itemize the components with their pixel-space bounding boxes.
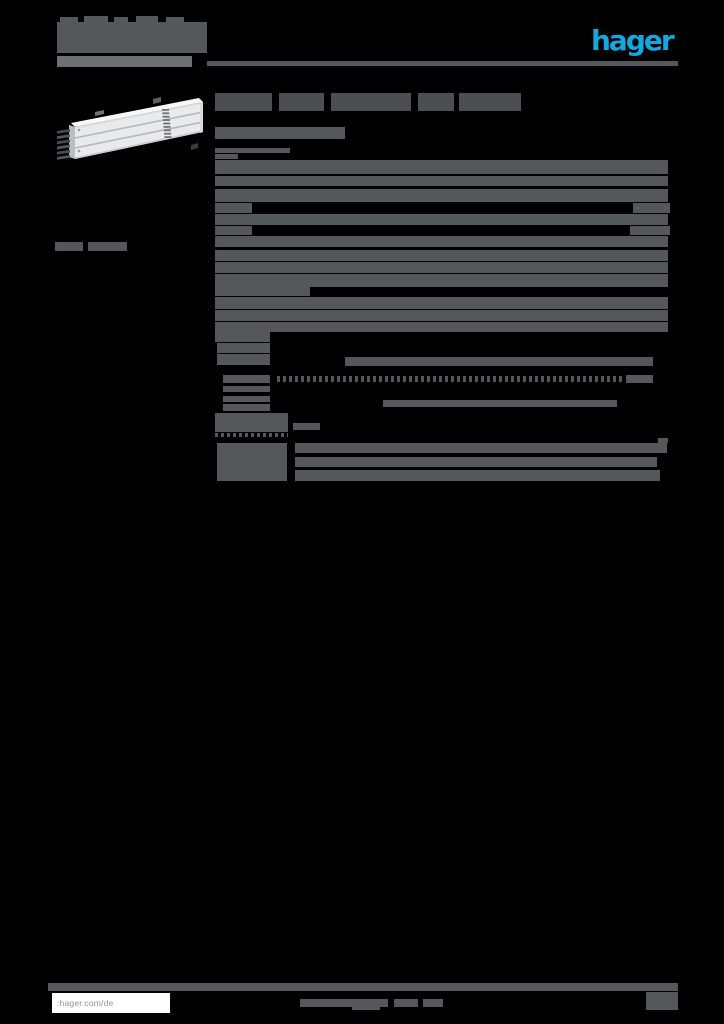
brand-subtitle-block	[57, 56, 192, 67]
paragraph-line	[295, 443, 667, 453]
paragraph-line	[215, 160, 668, 174]
paragraph-line	[295, 457, 657, 467]
label-line	[215, 203, 252, 213]
header-divider	[207, 61, 678, 66]
paragraph-line	[215, 189, 668, 202]
label-line	[217, 354, 270, 365]
paragraph-line	[215, 262, 668, 273]
title-word	[331, 93, 411, 111]
title-word	[418, 93, 454, 111]
footer-right-block	[646, 992, 678, 1010]
hager-logo: hager	[591, 24, 675, 57]
text-line	[215, 154, 238, 159]
label-line	[223, 396, 270, 402]
footer-bar	[48, 983, 678, 991]
side-label-word	[88, 242, 127, 251]
paragraph-line	[215, 274, 668, 287]
label-line	[215, 287, 310, 296]
label-line	[223, 386, 270, 392]
label-line	[215, 226, 252, 235]
value-block	[658, 438, 668, 443]
label-block	[215, 413, 288, 432]
label-line	[217, 343, 270, 353]
busbar-illustration	[57, 97, 204, 160]
brand-text-ascender	[84, 16, 108, 23]
brand-text-ascender	[136, 16, 158, 23]
paragraph-line	[215, 297, 668, 309]
footer-text-word	[423, 999, 443, 1007]
leader-line	[383, 400, 617, 407]
brand-title-block	[57, 22, 207, 53]
footer-text-word	[394, 999, 418, 1007]
value-block	[633, 203, 670, 213]
label-block	[217, 443, 287, 481]
leader-line	[345, 357, 653, 366]
side-label-word	[55, 242, 83, 251]
value-block	[630, 226, 670, 235]
footer-url-box: :hager.com/de	[52, 993, 170, 1013]
product-image-busbar	[57, 95, 205, 163]
text-line	[293, 423, 320, 430]
text-line	[215, 148, 290, 153]
subtitle-block	[215, 127, 345, 139]
leader-dots	[277, 376, 623, 382]
brand-text-ascender	[114, 17, 128, 23]
paragraph-line	[295, 470, 660, 481]
title-word	[279, 93, 324, 111]
footer-url-link[interactable]: :hager.com/de	[57, 998, 114, 1008]
title-word	[459, 93, 521, 111]
value-block	[626, 375, 653, 383]
brand-text-ascender	[166, 17, 184, 23]
title-word	[215, 93, 272, 111]
footer-text-word	[300, 999, 388, 1007]
paragraph-line	[215, 236, 668, 247]
label-line	[215, 332, 270, 342]
label-line	[223, 404, 270, 411]
paragraph-line	[215, 322, 668, 332]
leader-dots	[215, 433, 288, 437]
paragraph-line	[215, 310, 668, 321]
label-line	[223, 375, 270, 383]
paragraph-line	[215, 176, 668, 186]
footer-text-word	[352, 1007, 380, 1010]
brand-text-ascender	[60, 17, 78, 23]
paragraph-line	[215, 214, 668, 225]
paragraph-line	[215, 250, 668, 261]
